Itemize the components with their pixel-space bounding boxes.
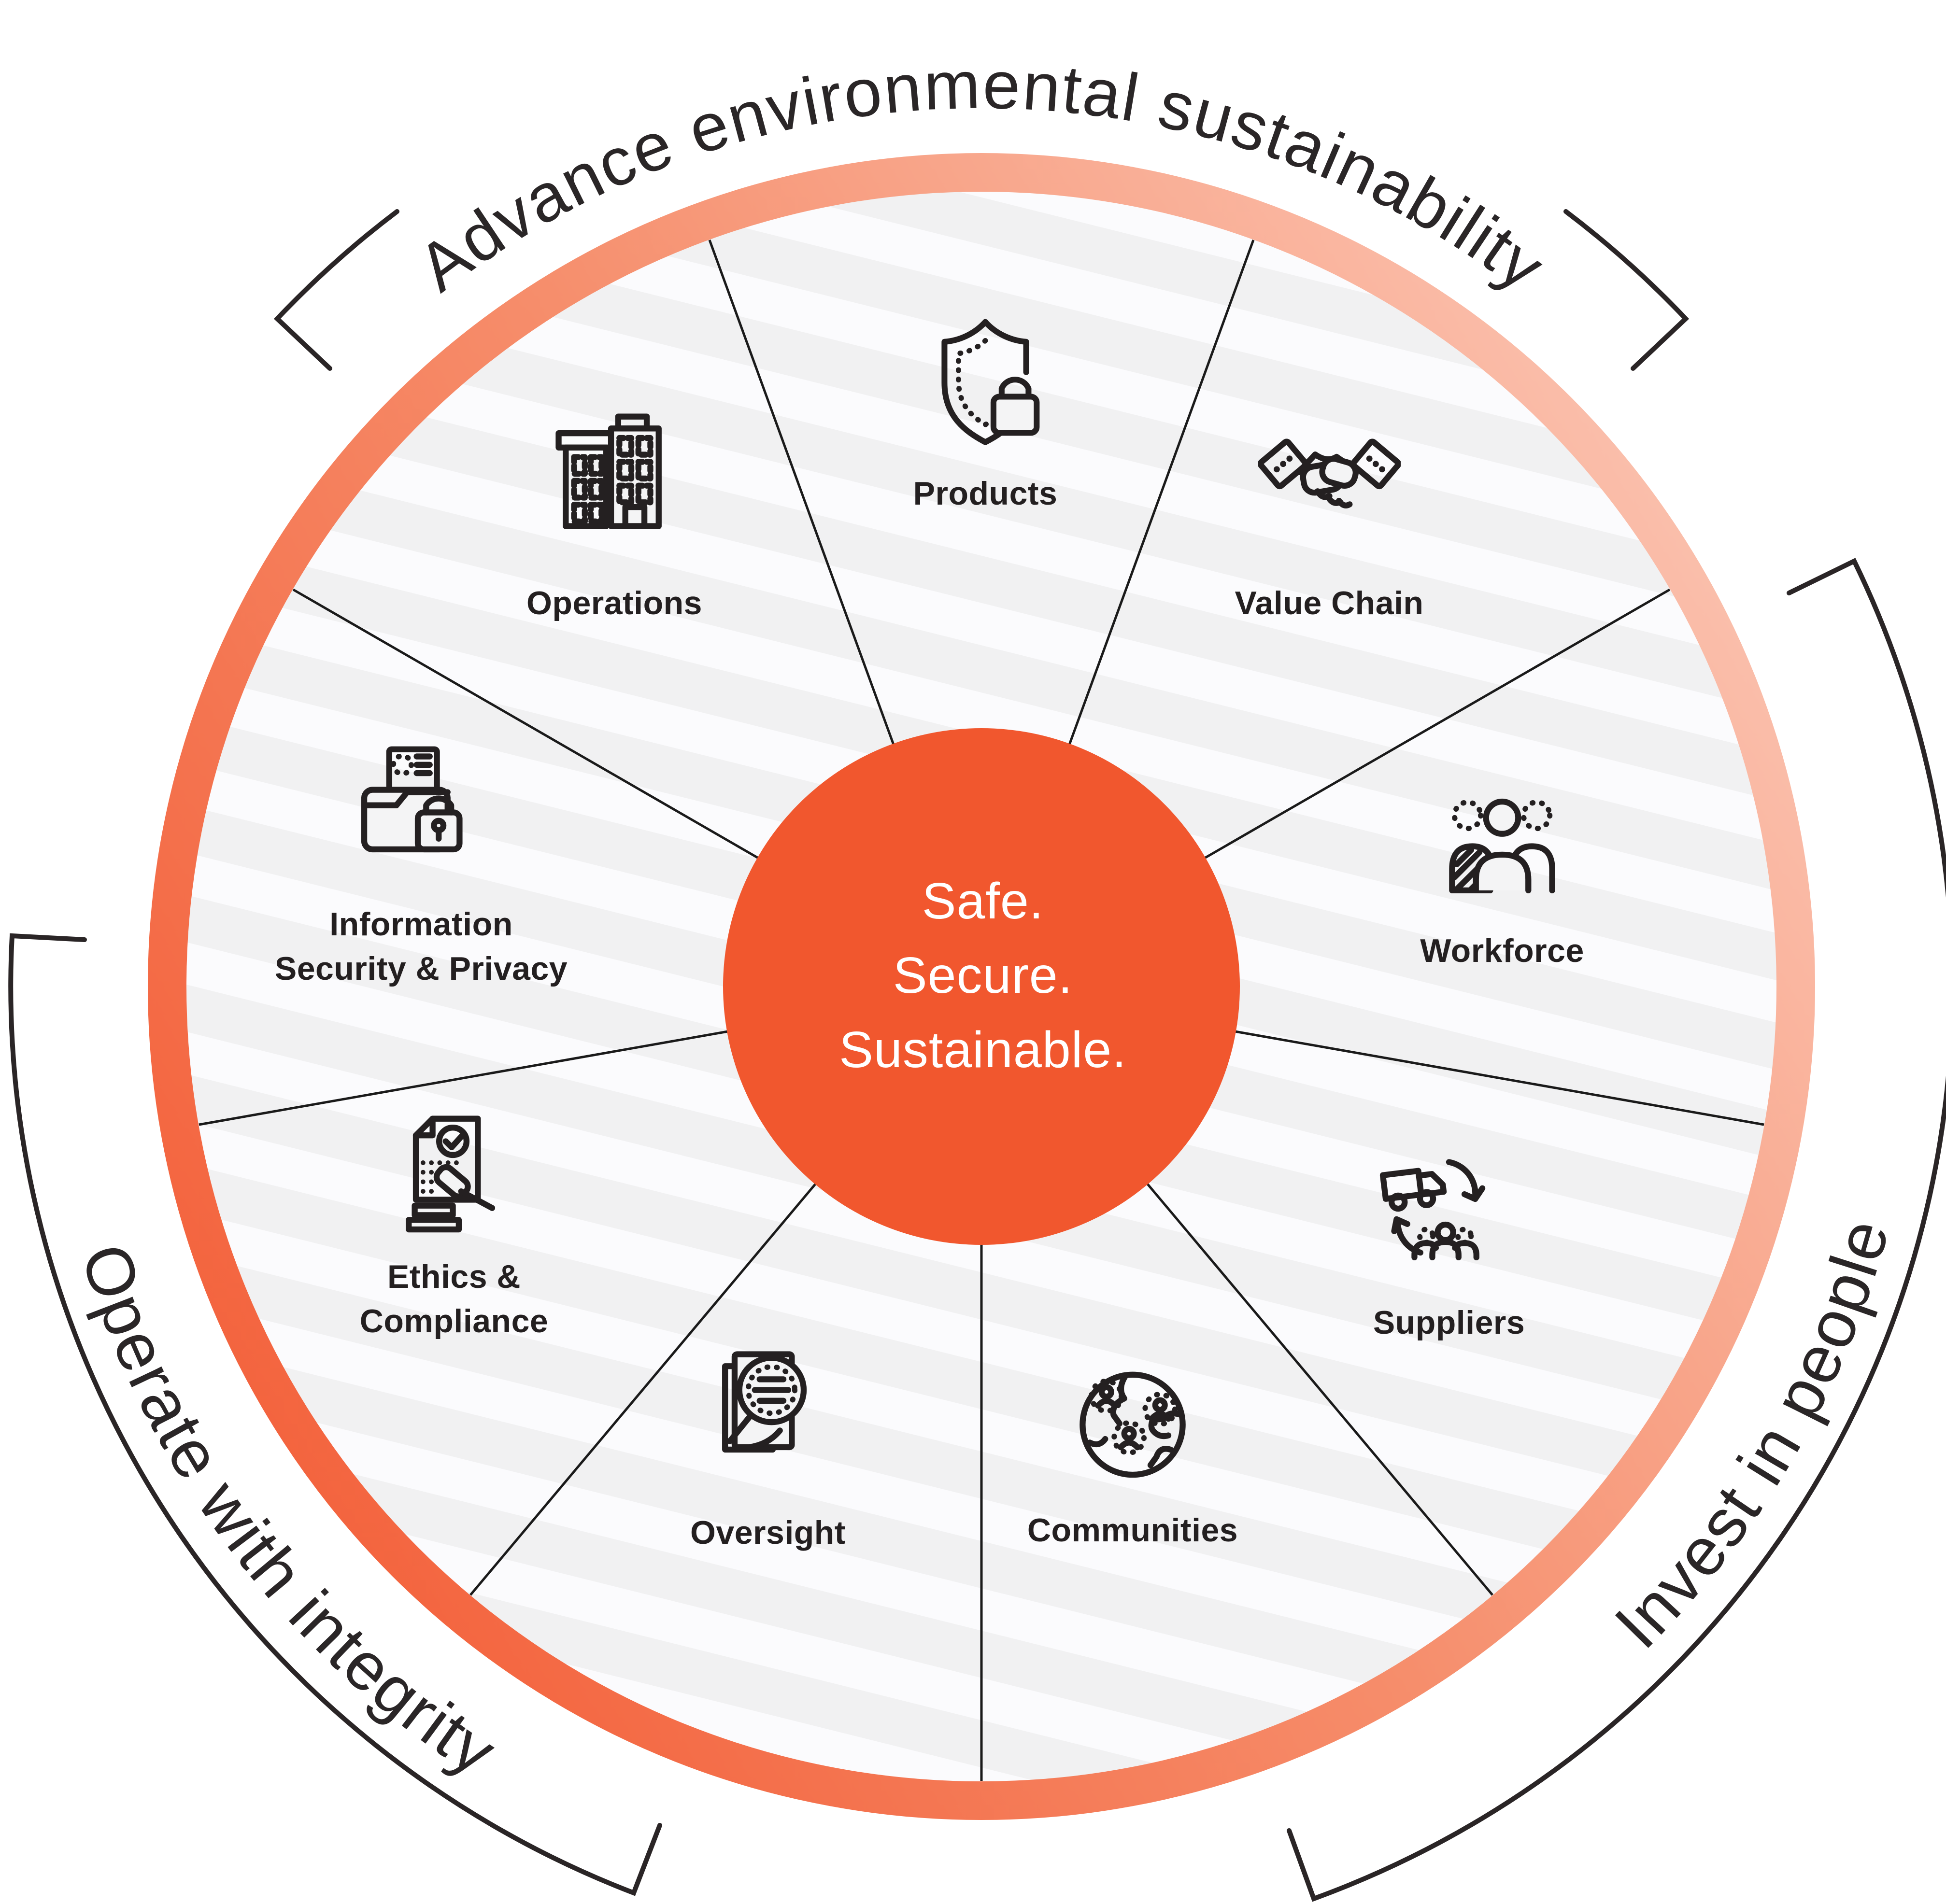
segment-label-line2: Compliance (360, 1303, 548, 1340)
segment-products: Products (913, 322, 1058, 512)
bracket-left (8, 933, 662, 1896)
segment-label: Suppliers (1373, 1304, 1525, 1341)
bracket-top-left (273, 209, 399, 371)
segment-label-line2: Security & Privacy (275, 950, 568, 987)
outer-ring (148, 153, 1815, 1820)
segment-value-chain: Value Chain (1235, 441, 1424, 621)
segment-ethics-compliance: Ethics & Compliance (360, 1119, 548, 1340)
segment-information-security-privacy: Information Security & Privacy (275, 749, 568, 987)
segment-label: Value Chain (1235, 585, 1424, 621)
segment-dividers (199, 240, 1764, 1781)
segment-label-line1: Information (329, 906, 512, 943)
segment-workforce: Workforce (1420, 802, 1584, 969)
segment-divider (199, 1030, 728, 1126)
segment-label: Oversight (690, 1514, 846, 1551)
segment-divider (1235, 1030, 1764, 1126)
segment-label: Products (913, 475, 1058, 512)
center-tagline-line1: Safe. (922, 873, 1044, 930)
segment-divider (1146, 1183, 1493, 1596)
segment-label: Communities (1027, 1512, 1238, 1549)
segment-divider (1204, 588, 1671, 860)
segment-divider (708, 240, 895, 745)
bracket-right (1287, 558, 1946, 1902)
center-tagline-line3: Sustainable. (839, 1021, 1126, 1078)
center-circle (723, 728, 1240, 1245)
segment-divider (469, 1183, 817, 1596)
segment-label: Operations (526, 585, 702, 621)
segment-label-line1: Ethics & (387, 1258, 521, 1295)
bracket-top-right (1563, 209, 1690, 371)
bracket-arcs (8, 209, 1946, 1902)
segment-divider (1068, 240, 1255, 745)
center-tagline-line2: Secure. (893, 947, 1073, 1004)
segment-oversight: Oversight (690, 1354, 846, 1551)
segment-communities: Communities (1027, 1375, 1238, 1549)
document-magnifier-icon (725, 1354, 804, 1450)
segment-operations: Operations (526, 417, 702, 621)
buildings-icon (559, 417, 659, 526)
segment-suppliers: Suppliers (1373, 1162, 1525, 1341)
segment-divider (292, 588, 759, 860)
segment-label: Workforce (1420, 932, 1584, 969)
